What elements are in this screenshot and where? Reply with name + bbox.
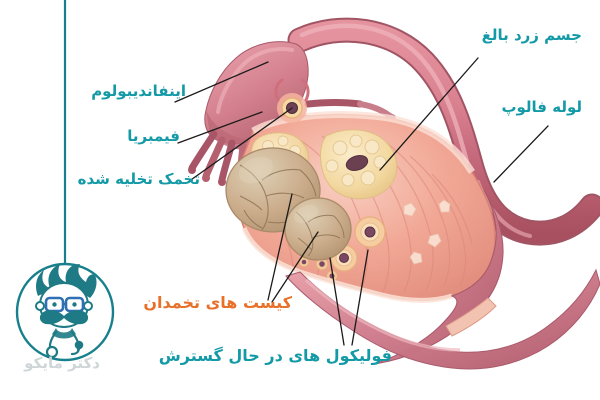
leader-line-cyst-1 bbox=[267, 193, 293, 301]
label-released-ovum: تخمک تخلیه شده bbox=[77, 170, 201, 188]
label-fimbriae: فیمبریا bbox=[127, 127, 180, 145]
broad-ligament-shape bbox=[285, 268, 600, 370]
label-developing-follicles: فولیکول های در حال گسترش bbox=[158, 346, 393, 365]
label-mature-corpus-luteum: جسم زرد بالغ bbox=[481, 26, 583, 44]
leader-line-infundibulum bbox=[174, 61, 269, 103]
logo-doctor-figure bbox=[35, 264, 97, 359]
follicle-large-1 bbox=[354, 216, 386, 248]
logo-stethoscope-icon bbox=[45, 330, 84, 359]
logo-moustache-icon bbox=[39, 310, 89, 325]
label-ovarian-cysts: کیست های تخمدان bbox=[143, 293, 292, 312]
label-fallopian-tube: لوله فالوپ bbox=[501, 98, 582, 116]
corpus-luteum-cluster bbox=[319, 129, 398, 200]
leader-line-cyst-2 bbox=[271, 231, 319, 303]
leader-line-follicle-1 bbox=[329, 257, 345, 346]
leader-line-follicle-2 bbox=[351, 249, 369, 346]
leader-line-fimbriae bbox=[177, 111, 263, 144]
label-infundibulum: اینفاندیبولوم bbox=[91, 82, 186, 100]
cyst-small bbox=[284, 197, 352, 261]
leader-line-released-ovum bbox=[187, 107, 293, 183]
leader-line-fallopian-tube bbox=[493, 125, 549, 183]
leader-line-corpus-luteum bbox=[379, 57, 479, 171]
ovarian-cysts-group bbox=[225, 147, 352, 261]
logo-watermark-text: دکتر مایکو bbox=[24, 354, 100, 372]
